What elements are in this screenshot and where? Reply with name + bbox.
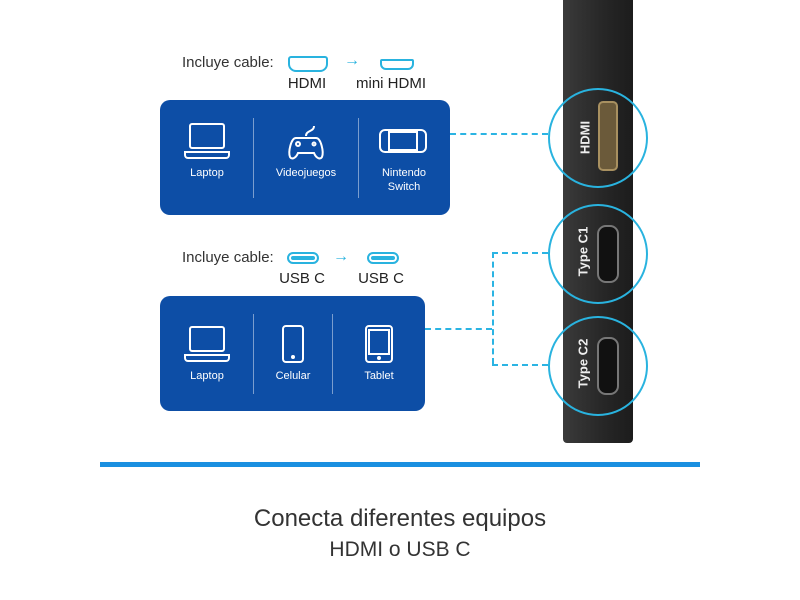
laptop-icon xyxy=(184,326,230,362)
usbc2-port-icon xyxy=(597,337,619,395)
usbc-connector-line xyxy=(492,364,548,366)
cable-to-label: mini HDMI xyxy=(356,75,426,92)
usbc1-port-callout xyxy=(548,204,648,304)
device-label: Laptop xyxy=(190,167,224,179)
usbc2-port-callout xyxy=(548,316,648,416)
usbc-connector-line xyxy=(492,252,494,364)
divider xyxy=(358,118,359,198)
footer-title: Conecta diferentes equipos xyxy=(253,505,547,532)
divider-rule xyxy=(100,462,700,467)
usbc1-port-icon xyxy=(597,225,619,283)
device-label: Laptop xyxy=(190,370,224,382)
hdmi-port-icon xyxy=(598,101,618,171)
usbc-cable-icon xyxy=(287,252,319,264)
cable-from-label: USB C xyxy=(279,270,325,287)
switch-console-icon xyxy=(379,129,427,153)
hdmi-port-callout xyxy=(548,88,648,188)
laptop-icon xyxy=(184,123,230,159)
divider xyxy=(332,314,333,394)
cable-from-label: HDMI xyxy=(287,75,327,92)
includes-cable-label: Incluye cable: xyxy=(182,54,274,71)
port-label-hdmi: HDMI xyxy=(577,120,593,155)
mini-hdmi-cable-icon xyxy=(380,59,414,70)
device-label: Nintendo Switch xyxy=(381,167,427,193)
cable-to-label: USB C xyxy=(358,270,404,287)
includes-cable-label: Incluye cable: xyxy=(182,249,274,266)
phone-icon xyxy=(282,325,304,363)
divider xyxy=(253,118,254,198)
device-label: Videojuegos xyxy=(275,167,337,179)
hdmi-cable-icon xyxy=(288,56,328,72)
tablet-icon xyxy=(365,325,393,363)
port-label-type-c1: Type C1 xyxy=(575,226,591,277)
usbc-connector-line xyxy=(492,252,548,254)
arrow-icon: → xyxy=(333,248,349,265)
usbc-cable-icon xyxy=(367,252,399,264)
gamepad-icon xyxy=(288,125,324,160)
device-label: Tablet xyxy=(364,370,394,382)
divider xyxy=(253,314,254,394)
arrow-icon: → xyxy=(344,52,360,69)
usbc-connector-line xyxy=(425,328,492,330)
footer-subtitle: HDMI o USB C xyxy=(329,538,471,561)
device-label: Celular xyxy=(275,370,311,382)
hdmi-connector-line xyxy=(450,133,548,135)
port-label-type-c2: Type C2 xyxy=(575,338,591,389)
